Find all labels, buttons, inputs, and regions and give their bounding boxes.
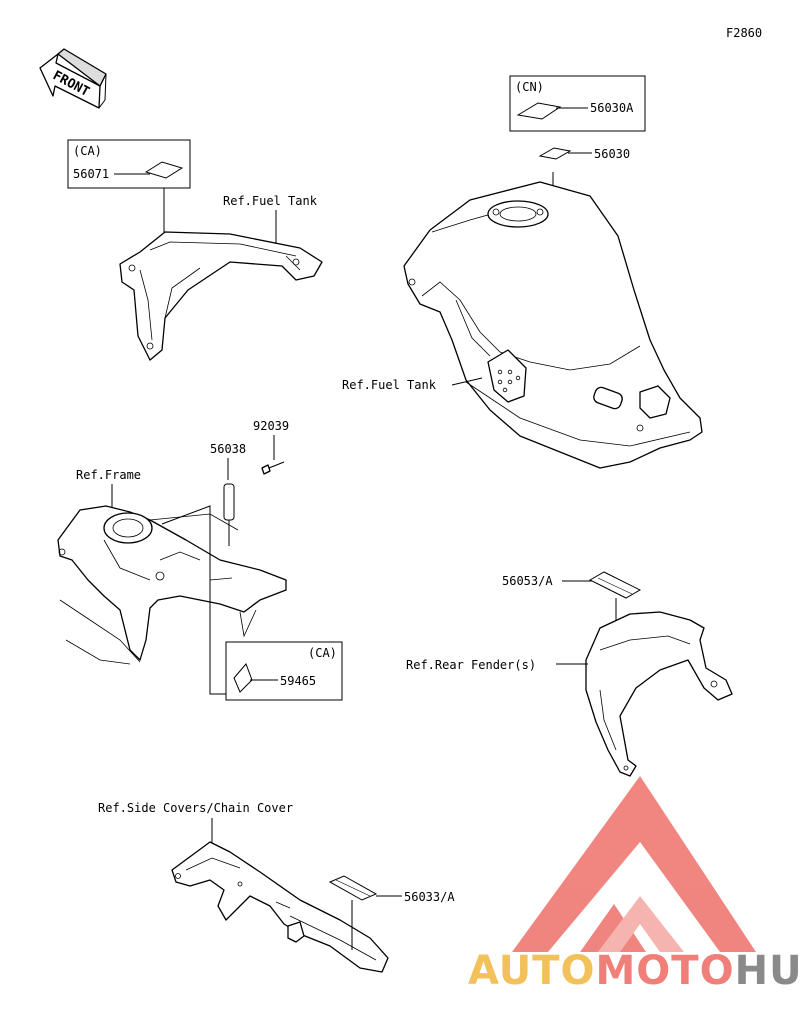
- part-number-56030: 56030: [594, 147, 630, 161]
- label-59465-icon: [233, 663, 253, 693]
- part-number-56071: 56071: [73, 167, 109, 181]
- watermark-word-moto: MOTO: [595, 948, 735, 994]
- watermark-logo-icon: [512, 776, 756, 952]
- frame-part: [57, 505, 287, 665]
- label-56030-icon: [538, 147, 572, 160]
- ref-frame-label: Ref.Frame: [76, 468, 141, 482]
- front-cowl-bracket-part: [119, 231, 323, 361]
- ref-fuel-tank-label-2: Ref.Fuel Tank: [342, 378, 437, 392]
- cn-region-label: (CN): [515, 80, 544, 94]
- watermark-word-auto: AUTO: [468, 948, 596, 994]
- ca-56071-callout: (CA) 56071: [67, 139, 191, 240]
- label-56030a-icon: [516, 102, 562, 120]
- ref-rear-fender-label: Ref.Rear Fender(s): [406, 658, 536, 672]
- watermark-word-hub: HUB: [734, 948, 800, 994]
- ca-region-label-top: (CA): [73, 144, 102, 158]
- part-number-56030a: 56030A: [590, 101, 634, 115]
- ref-side-covers-label: Ref.Side Covers/Chain Cover: [98, 801, 293, 815]
- figure-code: F2860: [726, 26, 762, 40]
- rear-fender-part: [585, 611, 733, 777]
- part-number-92039: 92039: [253, 419, 289, 433]
- label-56071-icon: [144, 161, 184, 179]
- part-number-59465: 59465: [280, 674, 316, 688]
- label-56038-icon: [223, 483, 235, 521]
- part-number-56033a: 56033/A: [404, 890, 455, 904]
- ref-fuel-tank-label-1: Ref.Fuel Tank: [223, 194, 318, 208]
- fuel-tank-part: [403, 181, 703, 469]
- ca-region-label-bottom: (CA): [308, 646, 337, 660]
- cn-56030a-callout: (CN) 56030A: [509, 75, 646, 132]
- ca-59465-callout: (CA) 59465: [225, 641, 343, 701]
- watermark-wordmark: AUTOMOTOHUB: [468, 948, 800, 994]
- grommet-92039-part: [261, 461, 285, 475]
- part-number-56053a: 56053/A: [502, 574, 553, 588]
- part-number-56038: 56038: [210, 442, 246, 456]
- front-arrow-icon: FRONT: [39, 48, 107, 109]
- label-56053a-icon: [588, 571, 642, 599]
- chain-cover-part: [171, 841, 389, 973]
